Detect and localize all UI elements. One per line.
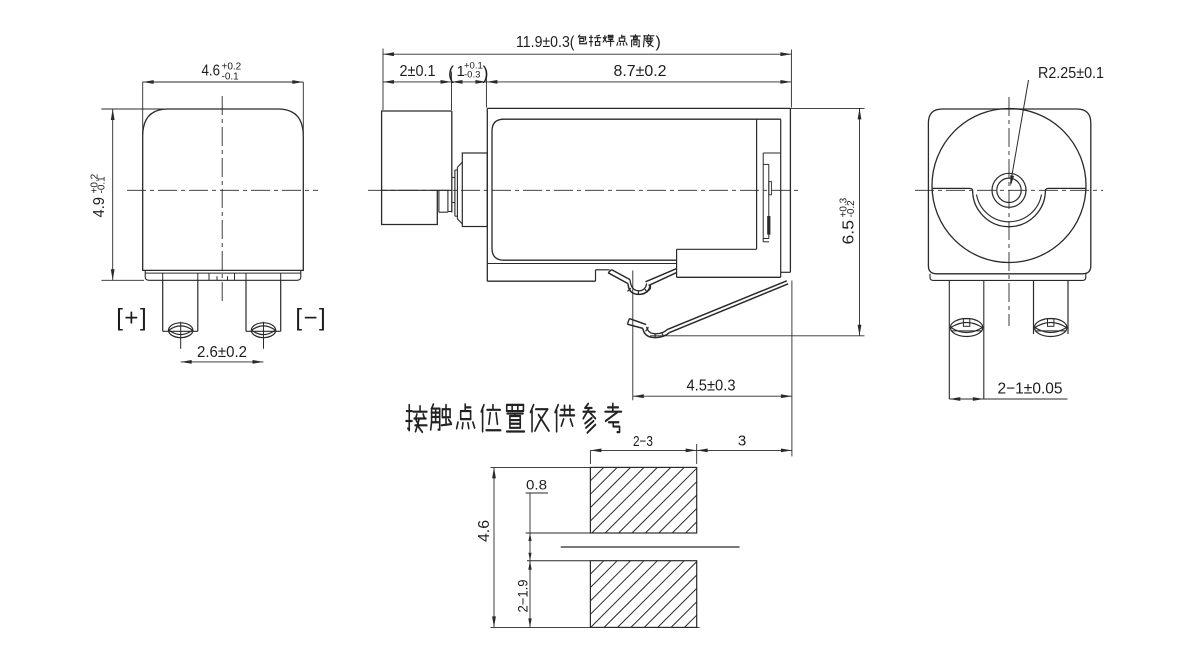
svg-text:): )	[483, 63, 489, 83]
svg-text:+0.3: +0.3	[839, 197, 850, 217]
svg-text:-0.1: -0.1	[97, 176, 108, 194]
svg-text:1: 1	[457, 63, 465, 80]
svg-text:0.8: 0.8	[526, 477, 547, 493]
svg-text:R2.25±0.1: R2.25±0.1	[1038, 65, 1104, 82]
svg-text:2±0.1: 2±0.1	[400, 63, 436, 80]
svg-text:4.6: 4.6	[476, 520, 493, 542]
svg-text:-0.2: -0.2	[846, 200, 857, 218]
svg-text:2−3: 2−3	[633, 434, 653, 450]
svg-text:-0.3: -0.3	[464, 70, 480, 81]
svg-text:+0.2: +0.2	[90, 173, 101, 193]
svg-text:+0.2: +0.2	[222, 62, 242, 73]
svg-text:(: (	[448, 63, 454, 83]
svg-text:2−1.9: 2−1.9	[515, 579, 531, 612]
svg-text:[+]: [+]	[116, 305, 148, 332]
svg-text:4.6: 4.6	[202, 63, 221, 80]
svg-text:11.9±0.3(: 11.9±0.3(	[516, 34, 575, 51]
svg-text:4.5±0.3: 4.5±0.3	[687, 378, 736, 395]
svg-text:[−]: [−]	[295, 305, 327, 332]
svg-text:6.5: 6.5	[841, 220, 858, 245]
svg-text:-0.1: -0.1	[222, 72, 240, 83]
svg-text:4.9: 4.9	[91, 197, 108, 218]
svg-text:2.6±0.2: 2.6±0.2	[197, 344, 247, 361]
svg-text:2−1±0.05: 2−1±0.05	[998, 381, 1063, 398]
svg-text:+0.1: +0.1	[464, 61, 483, 72]
svg-text:): )	[656, 34, 661, 51]
svg-text:8.7±0.2: 8.7±0.2	[614, 63, 667, 80]
svg-text:3: 3	[738, 433, 746, 450]
